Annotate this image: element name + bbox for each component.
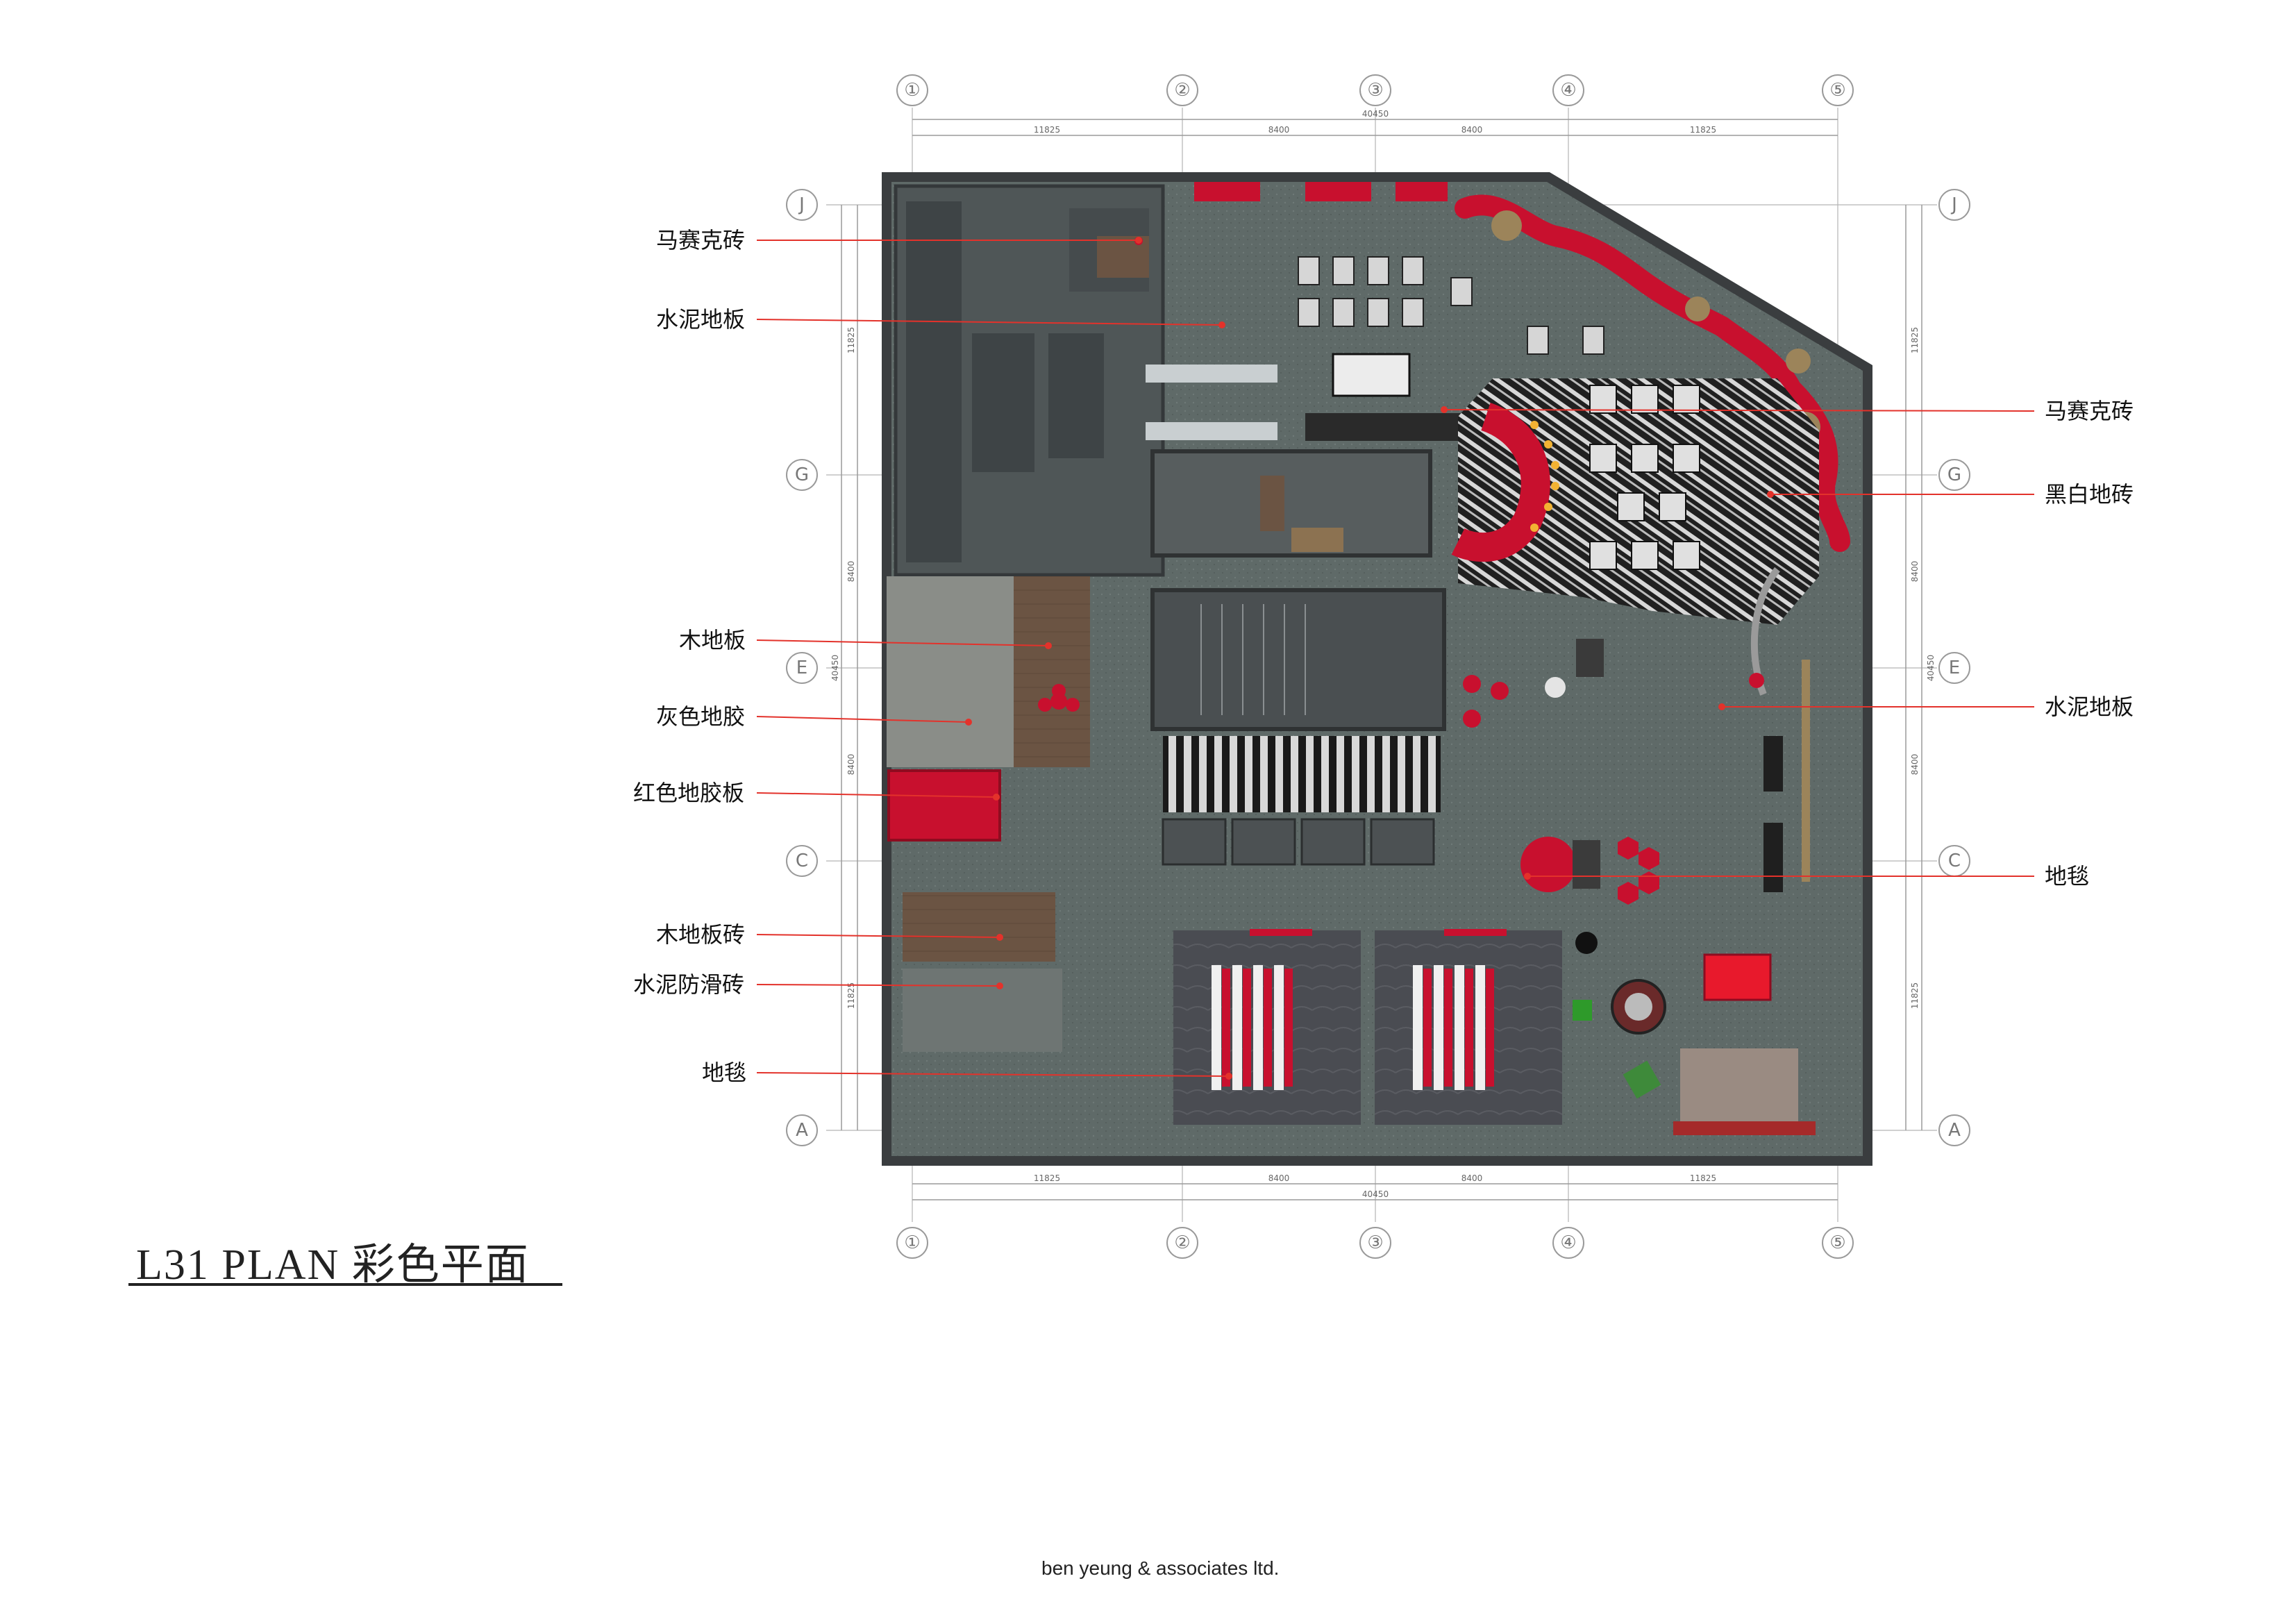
dimension-segment: 11825 [1910,982,1920,1009]
grid-row-label: A [796,1120,808,1141]
dimension-segment: 8400 [1461,1173,1483,1183]
legend-red-vinyl: 红色地胶板 [633,780,745,806]
legend-wood-tile: 木地板砖 [656,921,746,948]
dimension-segment: 8400 [1268,125,1290,135]
grid-col-label: ④ [1560,80,1576,101]
grid-row-label: G [795,464,809,485]
dimension-segment: 11825 [1034,1173,1060,1183]
grid-row-label: C [796,851,808,871]
dimension-total: 40450 [830,655,840,681]
grid-col-label: ② [1174,1232,1190,1253]
dimension-total: 40450 [1362,109,1389,119]
grid-col-label: ① [904,1232,920,1253]
grid-col-label: ⑤ [1829,1232,1845,1253]
legend-grey-vinyl: 灰色地胶 [656,703,746,730]
grid-col-label: ② [1174,80,1190,101]
dimension-segment: 11825 [1690,125,1716,135]
legend-carpet-right: 地毯 [2045,863,2090,889]
grid-col-label: ③ [1367,80,1383,101]
leader-lines-right [1441,406,2035,880]
dimension-segment: 8400 [1268,1173,1290,1183]
dimension-segment: 11825 [1690,1173,1716,1183]
dimension-segment: 11825 [846,327,856,353]
title-underline [128,1283,562,1286]
legend-concrete-floor-right: 水泥地板 [2045,694,2134,720]
dimension-segment: 8400 [1461,125,1483,135]
legend-wood-floor: 木地板 [679,627,746,653]
grid-col-label: ⑤ [1829,80,1845,101]
grid-col-label: ③ [1367,1232,1383,1253]
legend-concrete-floor: 水泥地板 [656,306,746,333]
dimension-total: 40450 [1926,655,1936,681]
dimension-segment: 11825 [1910,327,1920,353]
firm-name: ben yeung & associates ltd. [1041,1557,1280,1579]
grid-col-label: ① [904,80,920,101]
legend-anti-slip: 水泥防滑砖 [633,971,745,998]
legend-mosaic-tile: 马赛克砖 [656,227,746,253]
dimension-segment: 8400 [846,561,856,583]
grid-row-label: A [1948,1120,1961,1141]
grid-row-label: G [1947,464,1961,485]
dimension-segment: 11825 [846,982,856,1009]
top-dimensions [841,119,1922,1200]
dimension-segment: 8400 [1910,561,1920,583]
plan-title: L31 PLAN 彩色平面 [136,1241,530,1289]
leader-lines-left [756,237,1232,1080]
dimension-segment: 8400 [1910,754,1920,776]
dimension-segment: 11825 [1034,125,1060,135]
grid-row-label: J [1950,194,1957,215]
legend-carpet: 地毯 [702,1060,747,1086]
dimension-segment: 8400 [846,754,856,776]
grid-bubbles [786,74,1970,1259]
building-footprint [882,172,1872,1166]
grid-col-label: ④ [1560,1232,1576,1253]
grid-row-label: E [1949,658,1960,678]
legend-bw-tile: 黑白地砖 [2045,481,2134,508]
legend-mosaic-tile-right: 马赛克砖 [2045,398,2134,424]
dimension-total: 40450 [1362,1189,1389,1199]
grid-row-label: E [796,658,807,678]
grid-row-label: C [1948,851,1961,871]
grid-row-label: J [798,194,805,215]
